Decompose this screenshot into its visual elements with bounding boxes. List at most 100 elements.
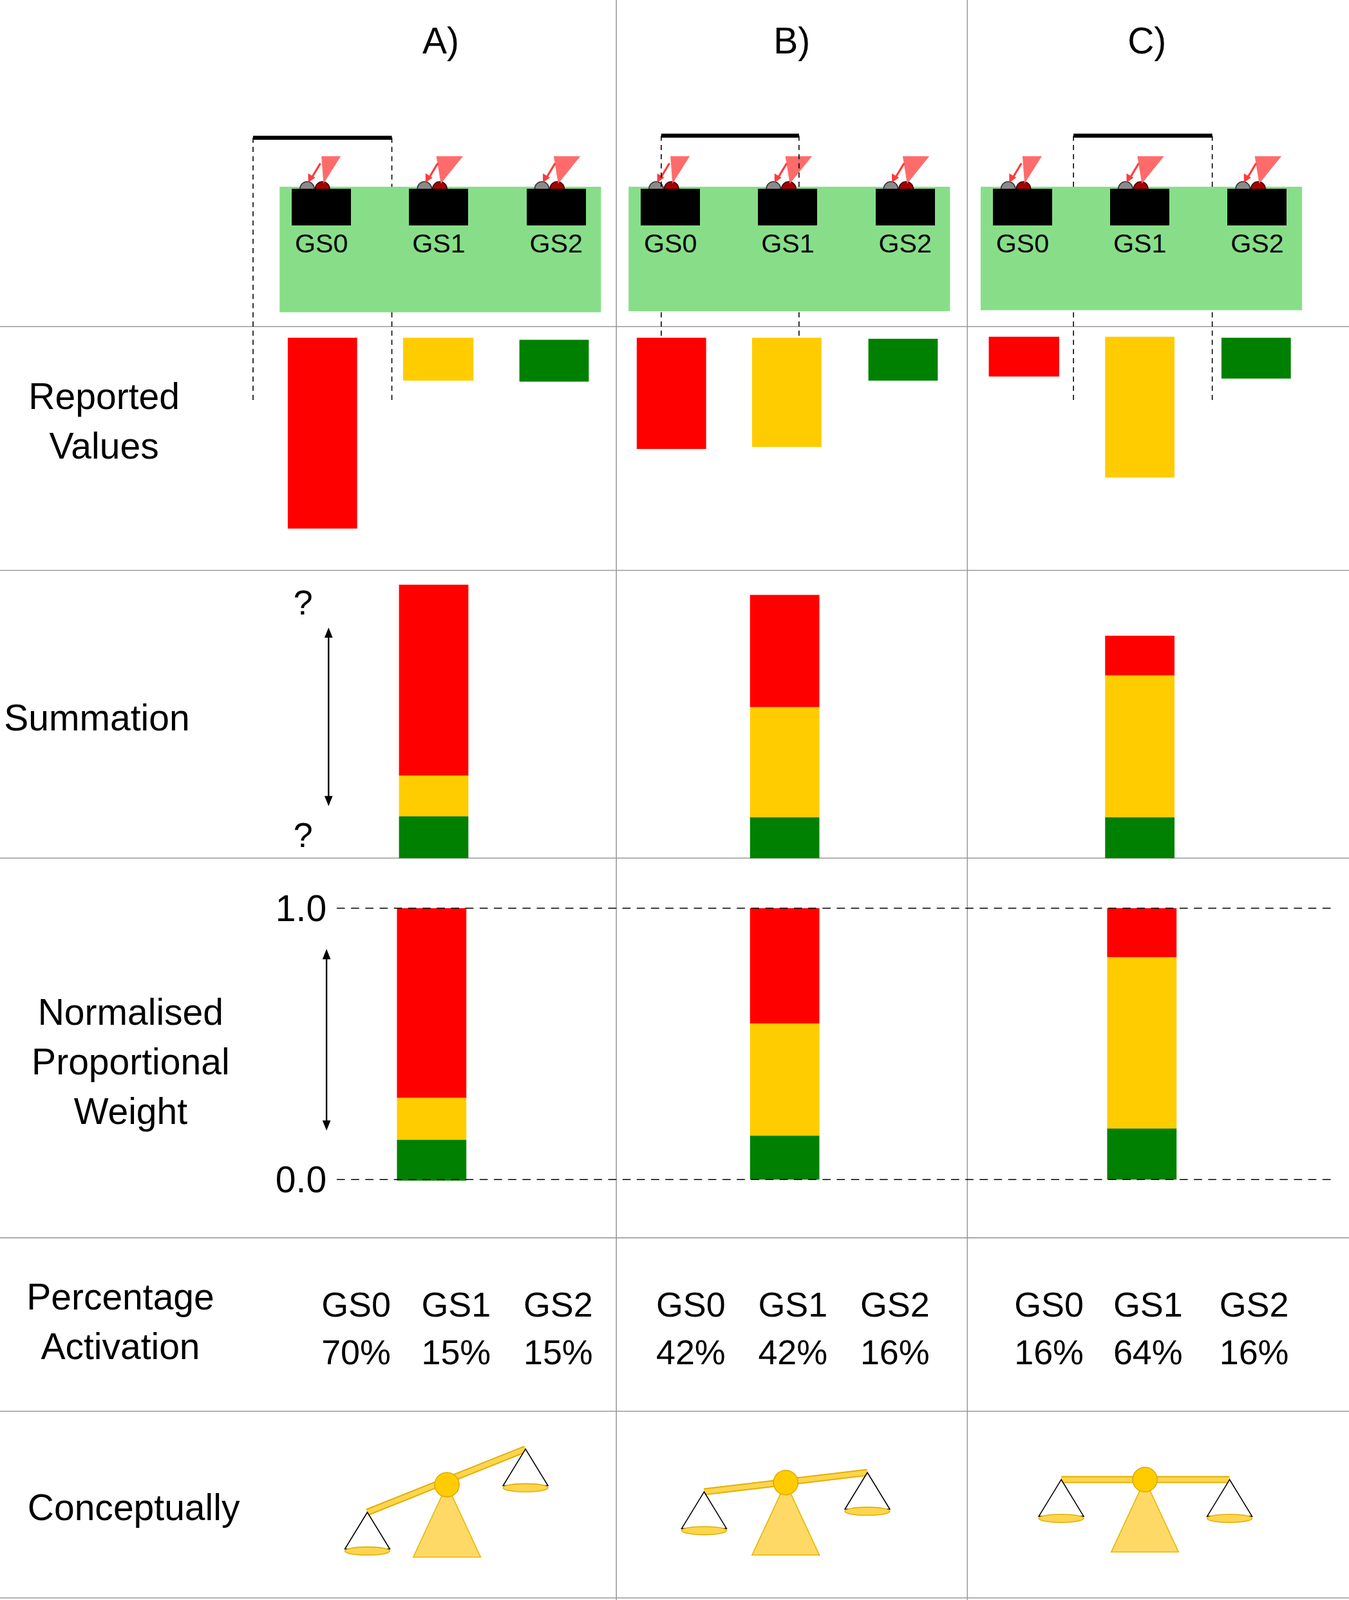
bracket-leg: [1211, 312, 1214, 400]
sensor-label: GS0: [638, 225, 703, 259]
state-label: GS0: [656, 1280, 726, 1328]
state-label: GS0: [1014, 1280, 1084, 1328]
grid-line: [0, 1236, 1349, 1239]
state-label: GS2: [860, 1280, 930, 1328]
range-arrow: [327, 633, 330, 800]
light-beam: [902, 155, 930, 184]
summation-bar: [750, 707, 820, 818]
bracket-leg: [391, 137, 393, 187]
percentage-value: 16%: [1219, 1328, 1290, 1376]
normalised-bar: [396, 907, 467, 1098]
scale-pan-strings: [1038, 1479, 1084, 1516]
axis-label: ?: [293, 811, 313, 859]
arrow-head: [1244, 173, 1252, 183]
summation-bar: [750, 817, 820, 858]
state-label: GS1: [1113, 1280, 1183, 1328]
sensor-body: [408, 188, 469, 226]
summation-bar: [399, 584, 469, 776]
bracket-leg: [660, 312, 662, 337]
light-beam: [670, 155, 690, 184]
sensor-label: GS1: [1107, 225, 1172, 259]
reported-bar: [1221, 337, 1292, 378]
bracket-bar: [253, 135, 393, 140]
light-beam: [436, 155, 464, 184]
state-label: GS2: [523, 1280, 594, 1328]
bracket-leg: [391, 312, 393, 404]
sensor-node: GS2: [873, 188, 938, 259]
sensor-body: [757, 188, 818, 226]
scale-pan: [681, 1526, 727, 1535]
arrow-head: [1126, 173, 1134, 183]
state-label: GS2: [1219, 1280, 1290, 1328]
arrow-head: [891, 173, 899, 183]
normalised-bar: [750, 1023, 820, 1136]
summation-bar: [1104, 675, 1175, 818]
scale-pan-strings: [1207, 1479, 1253, 1516]
scale-pan-strings: [345, 1511, 391, 1549]
normalised-bar: [1106, 907, 1177, 957]
sensor-label: GS2: [524, 225, 589, 259]
sensor-node: GS0: [289, 188, 354, 259]
sensor-label: GS2: [873, 225, 938, 259]
bracket-leg: [1072, 135, 1075, 187]
row-label: Percentage Activation: [0, 1271, 241, 1371]
sensor-node: GS1: [406, 188, 471, 259]
scale-pan-strings: [681, 1491, 727, 1529]
sensor-body: [291, 188, 351, 226]
light-beam: [321, 155, 341, 184]
bracket-bar: [661, 133, 800, 138]
arrow-head: [324, 627, 333, 638]
sensor-body: [1110, 188, 1170, 226]
light-beam: [785, 155, 813, 184]
arrow-head: [322, 1119, 331, 1131]
percentage-value: 42%: [757, 1328, 828, 1376]
reported-bar: [519, 339, 590, 382]
sensor-label: GS0: [990, 225, 1055, 259]
sensor-body: [875, 188, 935, 226]
grid-line: [0, 1596, 1349, 1599]
bracket-leg: [1072, 312, 1075, 400]
sensor-node: GS1: [1107, 188, 1172, 259]
column-heading: B): [773, 16, 811, 66]
summation-bar: [399, 775, 469, 816]
grid-line: [615, 0, 617, 1600]
reported-bar: [989, 336, 1060, 377]
reported-bar: [1104, 336, 1175, 478]
arrow-head: [774, 173, 782, 183]
scale-pan: [844, 1506, 890, 1516]
grid-line: [0, 325, 1349, 328]
row-label: Summation: [3, 692, 190, 742]
state-label: GS0: [321, 1280, 391, 1328]
bracket-leg: [798, 312, 800, 337]
axis-label: ?: [293, 578, 313, 626]
sensor-body: [1227, 188, 1287, 226]
sensor-label: GS1: [755, 225, 820, 259]
normalised-bar: [396, 1139, 467, 1181]
arrow-head: [542, 173, 550, 183]
light-beam: [1022, 155, 1042, 184]
percentage-value: 15%: [421, 1328, 491, 1376]
range-arrow: [325, 954, 328, 1125]
summation-bar: [399, 815, 469, 858]
scale-pivot: [773, 1470, 798, 1495]
normalised-bar: [1106, 1128, 1177, 1180]
bracket-leg: [660, 135, 662, 187]
column-heading: C): [1127, 16, 1167, 66]
state-label: GS1: [421, 1280, 491, 1328]
sensor-node: GS2: [524, 188, 589, 259]
bracket-leg: [252, 137, 254, 404]
column-heading: A): [422, 16, 460, 66]
percentage-value: 42%: [656, 1328, 726, 1376]
arrow-head: [324, 795, 333, 807]
scale-pan-strings: [844, 1471, 890, 1509]
reported-bar: [752, 337, 822, 447]
scale-pan: [345, 1546, 391, 1556]
substrate-band: [279, 186, 601, 313]
reported-bar: [287, 337, 358, 529]
light-beam: [1254, 155, 1283, 184]
reported-bar: [636, 337, 707, 449]
axis-label: 1.0: [275, 882, 327, 933]
sensor-label: GS1: [406, 225, 471, 259]
